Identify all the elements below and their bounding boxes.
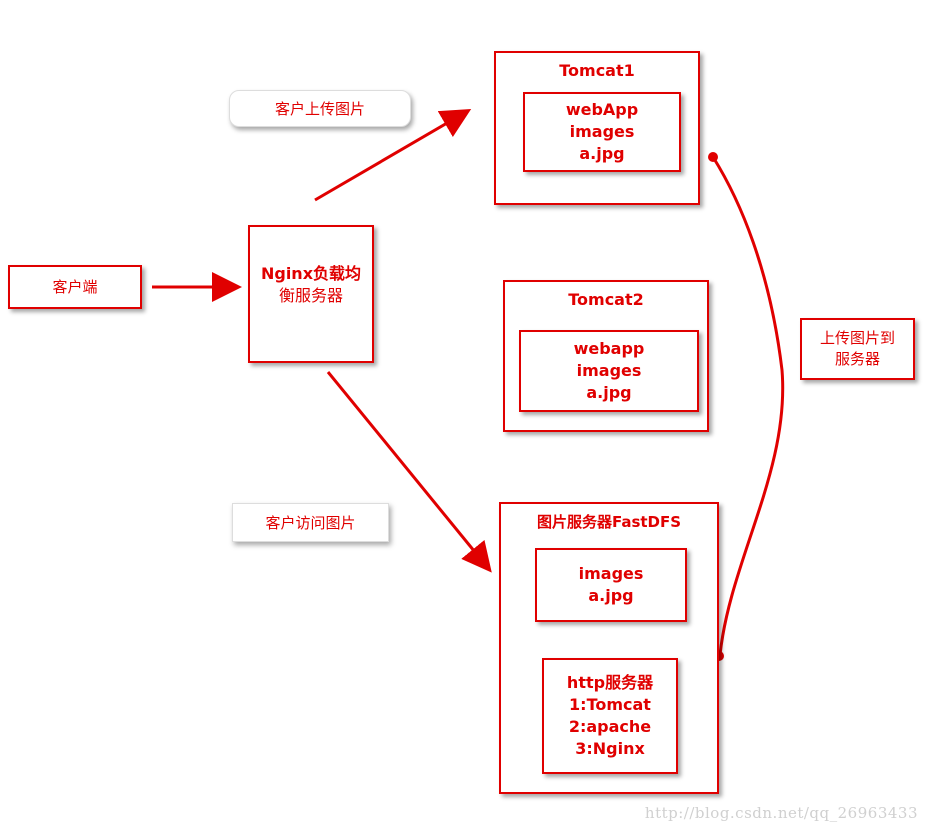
note-upload-to-server: 上传图片到 服务器 [800,318,915,380]
watermark: http://blog.csdn.net/qq_26963433 [644,804,918,822]
fastdfs-title: 图片服务器FastDFS [536,513,682,531]
fastdfs-http-line-0: http服务器 [566,673,654,692]
fastdfs-http-line-2: 2:apache [568,717,652,736]
tomcat1-webapp-box: webApp images a.jpg [523,92,681,172]
client-box: 客户端 [8,265,142,309]
fastdfs-storage-line-1: a.jpg [588,586,634,605]
upload-curve [711,156,785,656]
fastdfs-http-line-3: 3:Nginx [575,739,645,758]
tomcat2-title: Tomcat2 [568,290,644,309]
note-access: 客户访问图片 [232,503,389,542]
note-upload-text: 客户上传图片 [274,100,365,118]
tomcat2-line-2: a.jpg [586,383,632,402]
fastdfs-storage-box: images a.jpg [535,548,687,622]
tomcat1-title: Tomcat1 [559,61,635,80]
tomcat1-line-0: webApp [565,100,639,119]
fastdfs-http-box: http服务器 1:Tomcat 2:apache 3:Nginx [542,658,678,774]
client-label: 客户端 [52,277,98,296]
note-access-text: 客户访问图片 [265,514,356,532]
fastdfs-box: 图片服务器FastDFS images a.jpg http服务器 1:Tomc… [499,502,719,794]
tomcat1-box: Tomcat1 webApp images a.jpg [494,51,700,205]
note-upload-to-server-line1: 上传图片到 [819,329,895,347]
upload-curve-start-dot [708,152,718,162]
tomcat2-box: Tomcat2 webapp images a.jpg [503,280,709,432]
note-upload-to-server-line2: 服务器 [834,350,880,368]
note-upload: 客户上传图片 [229,90,411,127]
tomcat2-line-0: webapp [573,339,645,358]
tomcat1-line-1: images [569,122,635,141]
tomcat1-line-2: a.jpg [579,144,625,163]
nginx-box: Nginx负载均 衡服务器 [248,225,374,363]
tomcat2-webapp-box: webapp images a.jpg [519,330,699,412]
fastdfs-http-line-1: 1:Tomcat [569,695,651,714]
tomcat2-line-1: images [576,361,642,380]
nginx-label-line1: Nginx负载均 [260,264,362,283]
fastdfs-storage-line-0: images [578,564,644,583]
nginx-label-line2: 衡服务器 [278,286,343,305]
